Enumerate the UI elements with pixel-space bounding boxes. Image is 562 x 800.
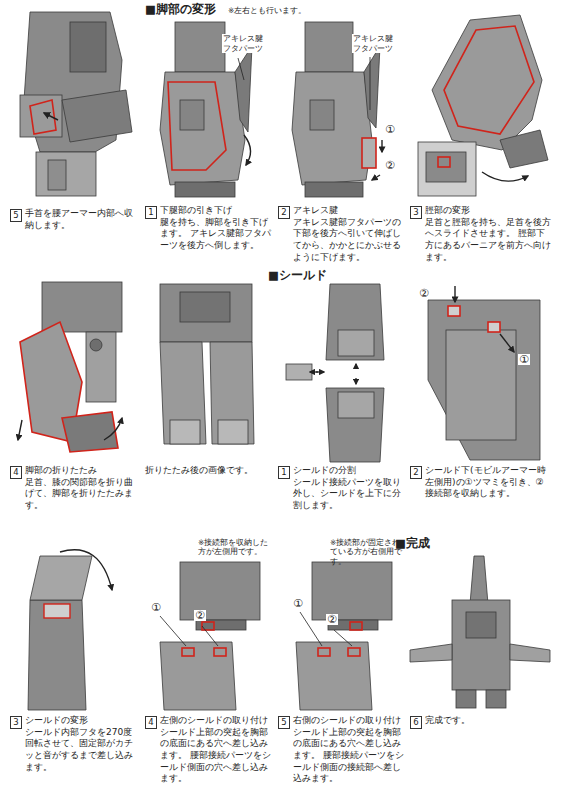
step-heading: 脛部の変形 xyxy=(425,205,552,217)
step-text: シールド接続パーツを取り外し、シールドを上下に分割します。 xyxy=(293,477,405,512)
step-text: 折りたたみ後の画像です。 xyxy=(145,465,272,477)
section-heading: ■脚部の変形 xyxy=(145,2,216,17)
callout-number: ① xyxy=(292,598,304,609)
step-text: 腿を持ち、脚部を引き下げます。 アキレス腱部フタパーツを後方へ倒します。 xyxy=(160,217,272,252)
step-text: シールド上部の突起を胸部の底面にある穴へ差し込みます。 腰部接続パーツをシールド… xyxy=(160,727,273,785)
step-heading: アキレス腱 xyxy=(293,205,405,217)
step-heading: シールドの分割 xyxy=(293,465,405,477)
step-number: 1 xyxy=(278,466,290,479)
step-number: 3 xyxy=(410,206,422,219)
step-caption: 1シールドの分割シールド接続パーツを取り外し、シールドを上下に分割します。 xyxy=(278,465,405,512)
step-number: 5 xyxy=(10,209,22,222)
step-number: 4 xyxy=(145,716,157,729)
note: ※接続部を収納した方が左側用です。 xyxy=(198,538,274,557)
note: ※左右とも行います。 xyxy=(228,6,306,15)
callout-number: ② xyxy=(418,288,430,299)
step-text: 完成です。 xyxy=(425,715,552,727)
callout-number: ② xyxy=(326,614,338,625)
step-text: 足首、膝の関節部を折り曲げて、脚部を折りたたみます。 xyxy=(25,477,136,512)
step-caption: 折りたたみ後の画像です。 xyxy=(145,465,272,477)
step-text: アキレス腱部フタパーツの下部を後方へ引いて伸ばしてから、かかとにかぶせるように下… xyxy=(293,217,405,264)
step-heading: シールドの変形 xyxy=(25,715,136,727)
step-caption: 3シールドの変形シールド内部フタを270度回転させて、固定部がカチッと音がするま… xyxy=(10,715,136,773)
step-caption: 5手首を腰アーマー内部へ収納します。 xyxy=(10,208,136,231)
step-number: 3 xyxy=(10,716,22,729)
step-number: 6 xyxy=(410,716,422,729)
step-text: シールド下(モビルアーマー時左側用)の①ツマミを引き、②接続部を収納します。 xyxy=(425,465,552,500)
step-number: 5 xyxy=(278,716,290,729)
step-text: シールド内部フタを270度回転させて、固定部がカチッと音がするまで差し込みます。 xyxy=(25,727,136,774)
step-caption: 6完成です。 xyxy=(410,715,552,727)
part-name: アキレス腱 フタパーツ xyxy=(352,34,398,53)
step-text: 足首と脛部を持ち、足首を後方へスライドさせます。 脛部下方にあるバーニアを前方へ… xyxy=(425,217,552,264)
step-text: シールド上部の突起を胸部の底面にある穴へ差し込みます。 腰部接続パーツをシールド… xyxy=(293,727,406,785)
step-caption: 2アキレス腱アキレス腱部フタパーツの下部を後方へ引いて伸ばしてから、かかとにかぶ… xyxy=(278,205,405,263)
step-caption: 1下腿部の引き下げ腿を持ち、脚部を引き下げます。 アキレス腱部フタパーツを後方へ… xyxy=(145,205,272,252)
step-heading: 下腿部の引き下げ xyxy=(160,205,272,217)
callout-number: ① xyxy=(150,602,162,613)
step-number: 2 xyxy=(278,206,290,219)
step-heading: 左側のシールドの取り付け xyxy=(160,715,273,727)
step-caption: 3脛部の変形足首と脛部を持ち、足首を後方へスライドさせます。 脛部下方にあるバー… xyxy=(410,205,552,263)
callout-number: ② xyxy=(384,160,396,171)
step-heading: 脚部の折りたたみ xyxy=(25,465,136,477)
step-number: 1 xyxy=(145,206,157,219)
part-name: アキレス腱 フタパーツ xyxy=(222,34,268,53)
section-heading: ■完成 xyxy=(395,536,430,551)
step-caption: 4左側のシールドの取り付けシールド上部の突起を胸部の底面にある穴へ差し込みます。… xyxy=(145,715,273,785)
callout-number: ① xyxy=(384,124,396,135)
step-text: 手首を腰アーマー内部へ収納します。 xyxy=(25,208,136,231)
step-heading: 右側のシールドの取り付け xyxy=(293,715,406,727)
step-caption: 4脚部の折りたたみ足首、膝の関節部を折り曲げて、脚部を折りたたみます。 xyxy=(10,465,136,512)
step-caption: 2シールド下(モビルアーマー時左側用)の①ツマミを引き、②接続部を収納します。 xyxy=(410,465,552,500)
step-number: 2 xyxy=(410,466,422,479)
section-heading: ■シールド xyxy=(268,268,327,283)
step-caption: 5右側のシールドの取り付けシールド上部の突起を胸部の底面にある穴へ差し込みます。… xyxy=(278,715,406,785)
step-number: 4 xyxy=(10,466,22,479)
callout-number: ② xyxy=(194,610,206,621)
callout-number: ① xyxy=(518,354,530,365)
